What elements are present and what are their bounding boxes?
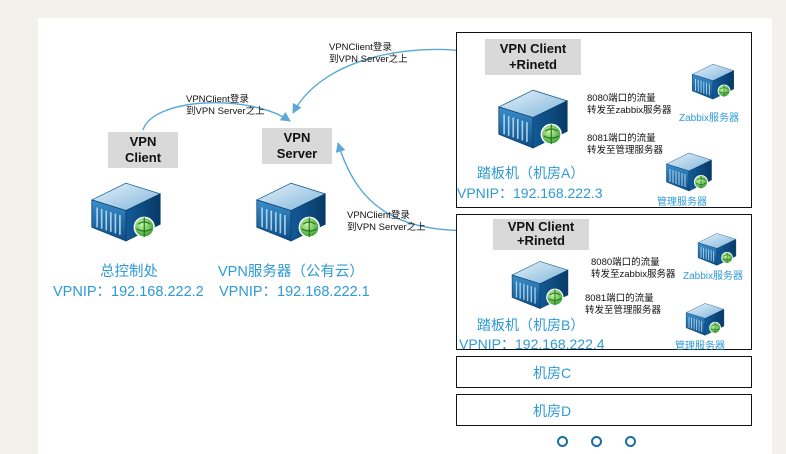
- vpn-server-label-line1: VPN: [283, 130, 311, 145]
- login-note-client: VPNClient登录 到VPN Server之上: [186, 94, 265, 118]
- login-note-line1: VPNClient登录: [347, 210, 410, 221]
- login-note-room-a: VPNClient登录 到VPN Server之上: [329, 42, 408, 66]
- room-b-name: 踏板机（机房B）: [477, 317, 585, 333]
- server-icon: [493, 75, 573, 151]
- room-a-fwd-8080-line1: 8080端口的流量: [587, 93, 656, 104]
- room-b-fwd-8081-line2: 转发至管理服务器: [585, 305, 662, 316]
- room-a-fwd-8080-note: 8080端口的流量 转发至zabbix服务器: [587, 93, 671, 117]
- room-b-label-box: VPN Client +Rinetd: [493, 219, 589, 250]
- server-ip: VPNIP：192.168.222.1: [219, 284, 370, 300]
- ellipsis-dot: [557, 436, 568, 447]
- room-b-fwd-8080-note: 8080端口的流量 转发至zabbix服务器: [591, 257, 675, 281]
- room-b-label-line1: VPN Client: [507, 219, 575, 234]
- room-a-box: VPN Client +Rinetd 8080端口的流量 转发至zabbix服务…: [456, 32, 752, 208]
- login-arrow-client: [142, 102, 291, 131]
- client-name: 总控制处: [100, 264, 158, 280]
- room-b-zabbix-label: Zabbix服务器: [683, 271, 744, 282]
- login-note-line2: 到VPN Server之上: [329, 54, 408, 65]
- server-icon: [507, 249, 573, 311]
- room-b-ip: VPNIP：192.168.222.4: [459, 336, 605, 352]
- room-a-label-line1: VPN Client: [499, 41, 567, 56]
- room-a-zabbix-label: Zabbix服务器: [679, 113, 740, 124]
- client-ip: VPNIP：192.168.222.2: [53, 284, 204, 300]
- server-icon: [689, 55, 737, 101]
- room-a-fwd-8081-line1: 8081端口的流量: [587, 133, 656, 144]
- vpn-client-label-line1: VPN: [129, 134, 157, 149]
- vpn-client-label-box: VPN Client: [108, 132, 178, 168]
- room-a-name: 踏板机（机房A）: [477, 165, 585, 181]
- room-a-fwd-8081-note: 8081端口的流量 转发至管理服务器: [587, 133, 663, 157]
- room-b-box: VPN Client +Rinetd 8080端口的流量 转发至zabbix服务…: [456, 214, 752, 352]
- server-icon: [695, 225, 739, 267]
- server-icon: [663, 143, 715, 193]
- room-c-label: 机房C: [533, 365, 572, 381]
- room-b-label-line2: +Rinetd: [516, 233, 566, 248]
- ellipsis-dot: [591, 436, 602, 447]
- vpn-client-label-line2: Client: [124, 150, 162, 165]
- login-note-room-b: VPNClient登录 到VPN Server之上: [347, 210, 426, 234]
- vpn-server-label-box: VPN Server: [262, 128, 332, 164]
- server-icon: [86, 168, 166, 244]
- diagram-canvas: VPN Client 总控制处 VPNIP：192.168.222.2 VPN …: [38, 18, 772, 454]
- vpn-server-label-line2: Server: [276, 146, 318, 161]
- server-icon: [250, 168, 332, 244]
- login-note-line1: VPNClient登录: [329, 42, 392, 53]
- login-note-line2: 到VPN Server之上: [347, 222, 426, 233]
- login-note-line2: 到VPN Server之上: [186, 106, 265, 117]
- room-d-box: 机房D: [456, 394, 752, 426]
- room-a-mgmt-label: 管理服务器: [657, 197, 707, 208]
- server-name: VPN服务器（公有云）: [218, 264, 364, 280]
- ellipsis-dot: [625, 436, 636, 447]
- room-c-box: 机房C: [456, 356, 752, 388]
- room-a-label-box: VPN Client +Rinetd: [485, 39, 581, 75]
- login-note-line1: VPNClient登录: [186, 94, 249, 105]
- room-a-fwd-8081-line2: 转发至管理服务器: [587, 145, 664, 156]
- room-b-fwd-8081-note: 8081端口的流量 转发至管理服务器: [585, 293, 661, 317]
- room-b-fwd-8080-line2: 转发至zabbix服务器: [591, 269, 676, 280]
- server-icon: [683, 295, 727, 337]
- room-a-ip: VPNIP：192.168.222.3: [457, 185, 603, 201]
- room-a-fwd-8080-line2: 转发至zabbix服务器: [587, 105, 672, 116]
- room-d-label: 机房D: [533, 403, 572, 419]
- room-b-fwd-8081-line1: 8081端口的流量: [585, 293, 654, 304]
- room-b-mgmt-label: 管理服务器: [675, 341, 725, 352]
- room-a-label-line2: +Rinetd: [508, 57, 558, 72]
- room-b-fwd-8080-line1: 8080端口的流量: [591, 257, 660, 268]
